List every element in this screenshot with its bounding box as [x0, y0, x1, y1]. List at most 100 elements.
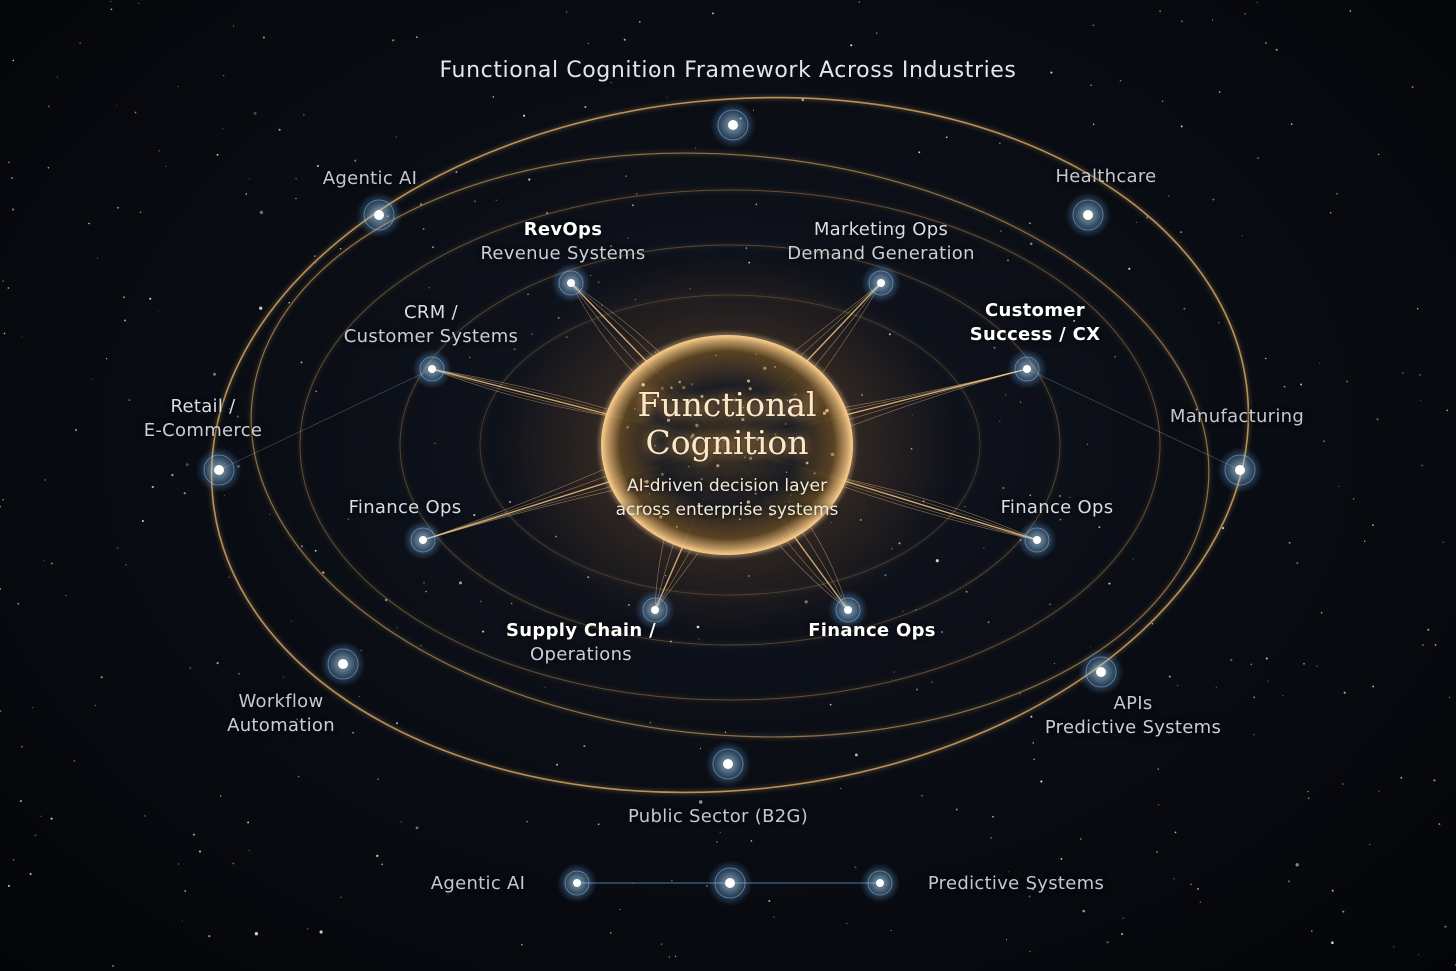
star	[1183, 307, 1186, 310]
star	[21, 745, 23, 748]
star	[158, 310, 160, 312]
star	[1411, 86, 1414, 89]
star	[965, 590, 968, 593]
core-sparkle	[648, 493, 651, 495]
star	[482, 630, 485, 633]
star	[1033, 758, 1035, 761]
star	[1032, 888, 1035, 891]
star	[96, 257, 99, 259]
star	[400, 821, 402, 823]
star	[1218, 321, 1220, 324]
star	[719, 832, 721, 834]
star	[358, 695, 360, 698]
star	[415, 36, 418, 38]
core-sparkle	[715, 354, 717, 357]
star	[854, 866, 857, 869]
core-sparkle	[805, 461, 809, 465]
node-dot	[573, 879, 581, 887]
core-sparkle	[738, 518, 741, 521]
star	[917, 77, 919, 79]
star	[0, 588, 2, 590]
star	[698, 638, 700, 640]
star	[347, 518, 350, 520]
star	[220, 795, 222, 797]
node-label-finance-ops-bottom: Finance Ops	[808, 620, 936, 641]
star	[278, 128, 281, 131]
star	[1053, 662, 1055, 665]
star	[125, 564, 127, 566]
star	[296, 718, 298, 721]
star	[288, 301, 290, 304]
star	[282, 676, 284, 678]
node-dot	[428, 365, 436, 373]
core-sparkle	[742, 406, 745, 409]
star	[915, 688, 919, 691]
star	[1212, 198, 1215, 201]
star	[232, 25, 235, 27]
star	[420, 645, 422, 647]
star	[94, 704, 96, 707]
star	[422, 227, 425, 230]
star	[848, 233, 850, 235]
star	[1400, 776, 1403, 779]
star	[134, 111, 137, 114]
core-sparkle	[661, 472, 664, 476]
bottom-label-predictive-systems: Predictive Systems	[927, 873, 1105, 894]
star	[181, 920, 183, 922]
star	[1438, 823, 1441, 826]
star	[88, 222, 90, 225]
star	[1253, 734, 1255, 736]
core-sparkle	[788, 501, 790, 503]
star	[829, 703, 832, 706]
star	[216, 662, 219, 665]
star	[1002, 486, 1005, 490]
star	[1086, 443, 1089, 446]
star	[381, 863, 383, 866]
core-sparkle	[678, 380, 682, 384]
star	[752, 109, 755, 111]
star	[631, 204, 634, 207]
star	[999, 142, 1001, 144]
star	[139, 211, 142, 214]
star	[1369, 843, 1371, 846]
star	[171, 474, 174, 477]
core-sparkle	[716, 445, 720, 449]
star	[1032, 742, 1034, 744]
node-ring	[717, 109, 749, 141]
star	[1060, 858, 1063, 860]
star	[228, 407, 231, 410]
star	[259, 210, 264, 215]
star	[1069, 496, 1071, 499]
star	[151, 485, 154, 489]
star	[177, 86, 179, 88]
core-sparkle	[747, 446, 750, 450]
star	[666, 96, 668, 98]
orbit-ring	[210, 96, 1250, 794]
node-ring	[1072, 199, 1104, 231]
star	[1311, 930, 1313, 932]
star	[1157, 804, 1160, 806]
star	[619, 908, 621, 911]
star	[208, 935, 211, 938]
star	[1345, 380, 1348, 383]
star	[850, 44, 853, 47]
node-label-customer-success: Customer Success / CX	[969, 300, 1101, 345]
star	[990, 836, 993, 839]
core-sparkle	[754, 492, 757, 495]
star	[1342, 910, 1345, 913]
star	[128, 399, 131, 402]
star	[893, 671, 896, 673]
star	[1422, 644, 1424, 646]
star	[715, 840, 718, 843]
core-title: Functional Cognition	[637, 386, 816, 462]
node-ring	[642, 597, 668, 623]
star	[1253, 696, 1256, 699]
star	[1082, 909, 1085, 913]
star	[105, 358, 108, 360]
star	[584, 105, 587, 109]
node-label-manufacturing: Manufacturing	[1169, 406, 1305, 427]
star	[1197, 887, 1200, 890]
node-ring	[867, 870, 893, 896]
star	[1256, 2, 1258, 4]
